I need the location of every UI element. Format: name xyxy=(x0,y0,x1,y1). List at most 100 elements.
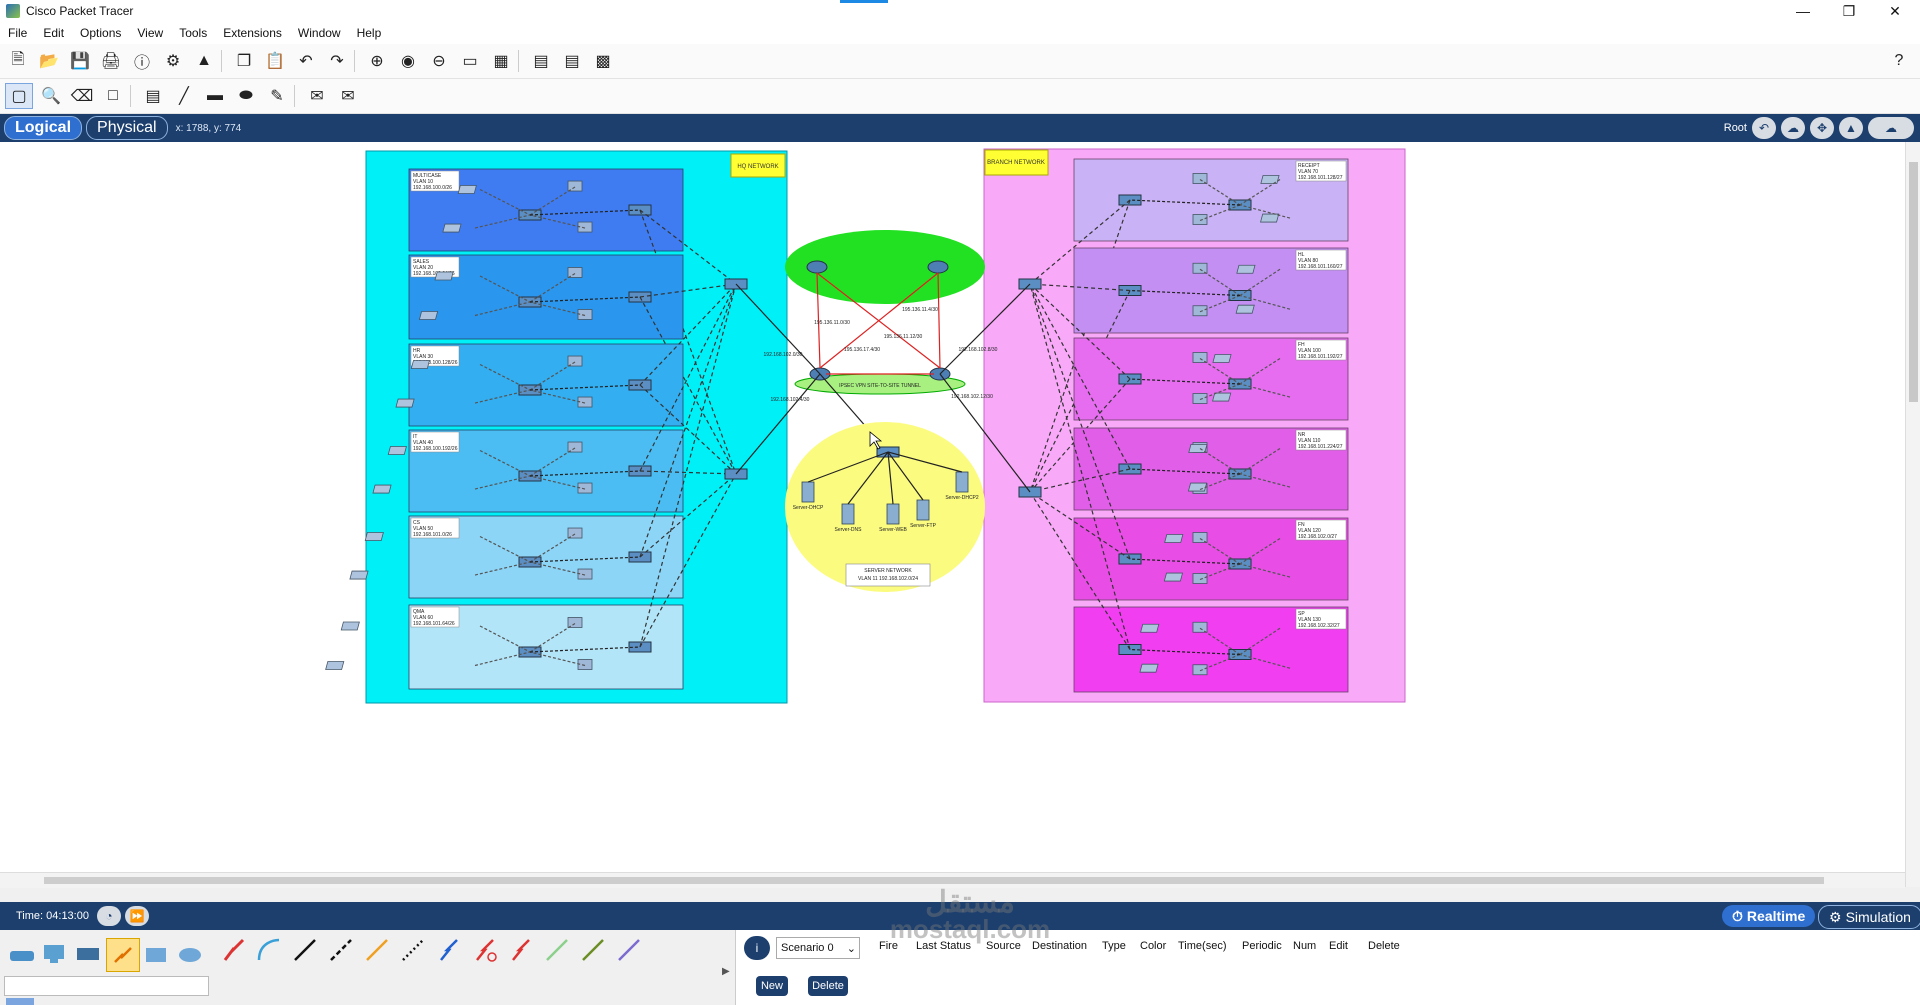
fast-forward-icon[interactable]: ⏩ xyxy=(124,906,149,926)
fiber-icon[interactable] xyxy=(361,934,393,966)
vlan-network: 192.168.101.64/26 xyxy=(413,621,455,627)
save-icon[interactable]: 💾 xyxy=(70,53,90,70)
device-search-field[interactable] xyxy=(4,976,209,996)
undo-icon[interactable]: ↶ xyxy=(299,53,313,70)
server-icon[interactable]: ▤ xyxy=(564,53,580,70)
connections-icon[interactable] xyxy=(106,938,140,972)
vlan-id: VLAN 100 xyxy=(1298,348,1321,354)
auto-connection-icon[interactable] xyxy=(217,934,249,966)
simulation-mode-button[interactable]: ⚙Simulation xyxy=(1818,905,1920,929)
document-icon[interactable]: ▤ xyxy=(533,53,549,70)
vlan-uplink xyxy=(529,209,641,216)
menu-edit[interactable]: Edit xyxy=(43,26,65,40)
iot-cable-icon[interactable] xyxy=(577,934,609,966)
branch-zone-label: BRANCH NETWORK xyxy=(987,160,1045,166)
horizontal-scroll-thumb[interactable] xyxy=(44,877,1824,884)
device-subtype-icon[interactable] xyxy=(6,998,34,1005)
paste-icon[interactable]: 📋 xyxy=(265,53,285,70)
multiuser-cloud-icon[interactable] xyxy=(174,938,206,970)
menu-help[interactable]: Help xyxy=(356,26,382,40)
set-background-icon[interactable]: ▲ xyxy=(1839,117,1863,139)
panel-arrow-icon[interactable]: ▶ xyxy=(722,966,730,977)
activity-wizard-icon[interactable]: ▲ xyxy=(196,52,212,69)
phone-cable-icon[interactable] xyxy=(397,934,429,966)
octal-cable-icon[interactable] xyxy=(541,934,573,966)
menu-view[interactable]: View xyxy=(137,26,164,40)
laptop-icon xyxy=(1188,444,1208,453)
console-cable-icon[interactable] xyxy=(253,934,285,966)
inspect-icon[interactable]: 🔍 xyxy=(41,88,61,105)
column-destination: Destination xyxy=(1032,940,1088,952)
network-devices-icon[interactable] xyxy=(6,938,38,970)
copy-icon[interactable]: ❐ xyxy=(236,53,252,70)
usb-cable-icon[interactable] xyxy=(613,934,645,966)
vertical-scrollbar[interactable] xyxy=(1905,142,1920,887)
monitor-icon[interactable]: ▩ xyxy=(595,53,611,70)
cluster-icon[interactable]: ☁ xyxy=(1781,117,1805,139)
menu-tools[interactable]: Tools xyxy=(179,26,208,40)
vlan-link xyxy=(1239,653,1291,669)
smartphone-icon xyxy=(1235,304,1255,314)
serial-dce-icon[interactable] xyxy=(469,934,501,966)
vlan-name: QMA xyxy=(413,609,425,615)
custom-device-icon[interactable]: ▦ xyxy=(493,53,509,70)
draw-rectangle-icon[interactable]: ▬ xyxy=(207,87,223,104)
note-icon[interactable]: ▤ xyxy=(145,88,161,105)
new-scenario-button[interactable]: New xyxy=(756,976,788,996)
move-object-icon[interactable]: ✥ xyxy=(1810,117,1834,139)
help-icon[interactable]: ? xyxy=(1894,52,1904,69)
redo-icon[interactable]: ↷ xyxy=(330,53,344,70)
vlan-name: SP xyxy=(1298,611,1305,617)
power-cycle-icon[interactable]: ◔ xyxy=(96,906,121,926)
core-uplink xyxy=(639,283,737,558)
back-icon[interactable]: ↶ xyxy=(1752,117,1776,139)
vlan-network: 192.168.100.192/26 xyxy=(413,446,458,452)
freeform-icon[interactable]: ✎ xyxy=(270,88,284,105)
zoom-out-icon[interactable]: ⊖ xyxy=(432,53,446,70)
scenario-select[interactable]: Scenario 0⌄ xyxy=(776,937,860,959)
realtime-mode-button[interactable]: ⏱Realtime xyxy=(1722,905,1816,927)
straight-through-icon[interactable] xyxy=(289,934,321,966)
network-wizard-icon[interactable]: ⚙ xyxy=(165,53,181,70)
menu-extensions[interactable]: Extensions xyxy=(223,26,282,40)
vlan-uplink xyxy=(1129,289,1241,297)
menu-window[interactable]: Window xyxy=(297,26,341,40)
select-tool-icon[interactable]: ▢ xyxy=(5,83,33,109)
physical-tab[interactable]: Physical xyxy=(86,116,168,140)
delete-tool-icon[interactable]: ⌫ xyxy=(70,88,94,105)
serial-dte-icon[interactable] xyxy=(505,934,537,966)
draw-line-icon[interactable]: ╱ xyxy=(179,88,189,105)
print-icon[interactable]: 🖨 xyxy=(100,53,122,70)
components-icon[interactable] xyxy=(72,938,104,970)
viewport-icon[interactable]: ☁ xyxy=(1868,117,1914,139)
crossover-icon[interactable] xyxy=(325,934,357,966)
vlan-uplink xyxy=(529,470,641,477)
open-folder-icon[interactable]: 📂 xyxy=(39,53,59,70)
logical-tab[interactable]: Logical xyxy=(4,116,83,140)
draw-ellipse-icon[interactable]: ⬬ xyxy=(239,87,253,104)
scenario-info-icon[interactable]: i xyxy=(744,936,770,960)
drawing-palette-icon[interactable]: ▭ xyxy=(462,53,478,70)
miscellaneous-icon[interactable] xyxy=(140,938,172,970)
zoom-reset-icon[interactable]: ◉ xyxy=(401,53,415,70)
delete-scenario-button[interactable]: Delete xyxy=(808,976,848,996)
new-file-icon[interactable]: 🗎 xyxy=(11,50,25,68)
menu-options[interactable]: Options xyxy=(80,26,122,40)
vertical-scroll-thumb[interactable] xyxy=(1909,162,1918,402)
core-uplink xyxy=(639,470,737,475)
restore-button[interactable]: ❐ xyxy=(1842,2,1856,19)
zoom-in-icon[interactable]: ⊕ xyxy=(370,53,384,70)
horizontal-scrollbar[interactable] xyxy=(0,872,1905,888)
coaxial-icon[interactable] xyxy=(433,934,465,966)
vlan-name: HL xyxy=(1298,252,1305,258)
menu-file[interactable]: File xyxy=(8,26,28,40)
end-devices-icon[interactable] xyxy=(38,938,70,970)
info-icon[interactable]: ⓘ xyxy=(133,55,150,72)
resize-icon[interactable]: □ xyxy=(108,87,118,104)
add-simple-pdu-icon[interactable]: ✉ xyxy=(310,88,324,105)
stopwatch-icon: ⏱ xyxy=(1732,907,1743,924)
minimize-button[interactable]: — xyxy=(1796,3,1810,19)
add-complex-pdu-icon[interactable]: ✉ xyxy=(341,88,355,105)
close-button[interactable]: ✕ xyxy=(1889,2,1901,19)
